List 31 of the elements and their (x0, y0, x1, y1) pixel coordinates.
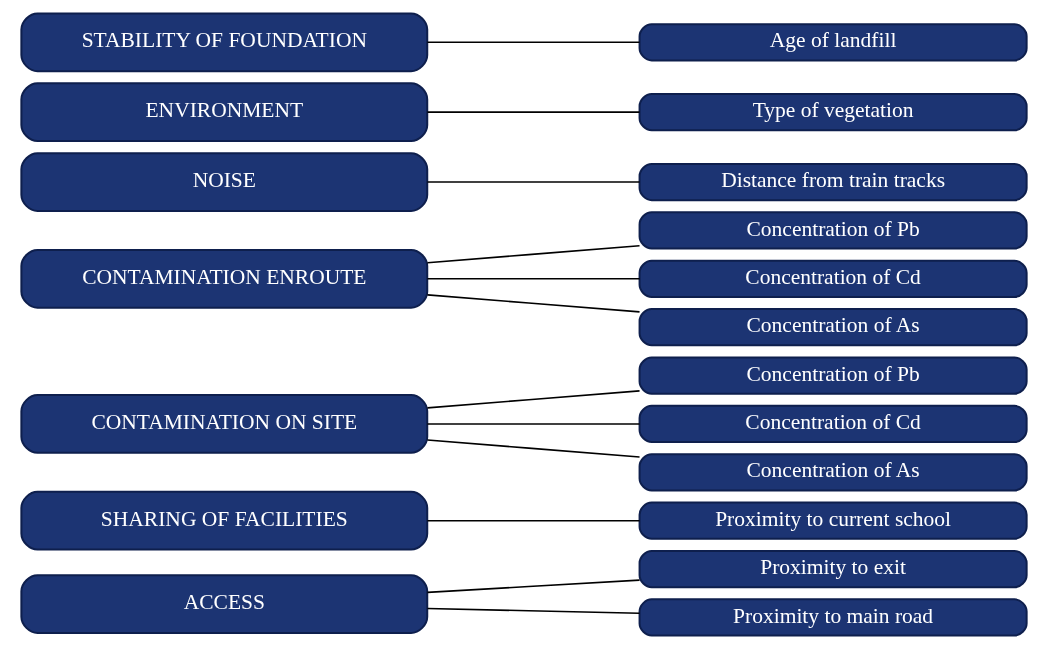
node-box: Distance from train tracks (638, 162, 1028, 202)
connector (426, 423, 640, 425)
connector (426, 181, 640, 183)
node-box: NOISE (19, 152, 428, 212)
connector (426, 244, 640, 264)
node-box: Proximity to current school (638, 501, 1028, 540)
node-box: Concentration of As (638, 453, 1028, 492)
node-box: Proximity to exit (638, 549, 1028, 589)
node-box: CONTAMINATION ENROUTE (19, 248, 428, 309)
connector (426, 607, 640, 614)
node-box: Type of vegetation (638, 93, 1028, 132)
node-box: Concentration of Cd (638, 404, 1028, 444)
node-box: Age of landfill (638, 23, 1028, 62)
connector (426, 519, 640, 522)
connector (426, 579, 640, 594)
node-box: Concentration of Cd (638, 259, 1028, 298)
node-box: SHARING OF FACILITIES (19, 490, 428, 551)
node-box: CONTAMINATION ON SITE (19, 394, 428, 454)
connector (426, 439, 640, 458)
node-box: STABILITY OF FOUNDATION (19, 12, 428, 73)
node-box: Proximity to main road (638, 598, 1028, 637)
connector (426, 294, 640, 313)
connector (426, 278, 640, 280)
node-box: Concentration of As (638, 308, 1028, 347)
node-box: Concentration of Pb (638, 356, 1028, 395)
connector (426, 390, 640, 409)
node-box: ACCESS (19, 574, 428, 634)
node-box: Concentration of Pb (638, 211, 1028, 250)
node-box: ENVIRONMENT (19, 82, 428, 143)
connector (426, 41, 640, 44)
connector (426, 111, 640, 113)
